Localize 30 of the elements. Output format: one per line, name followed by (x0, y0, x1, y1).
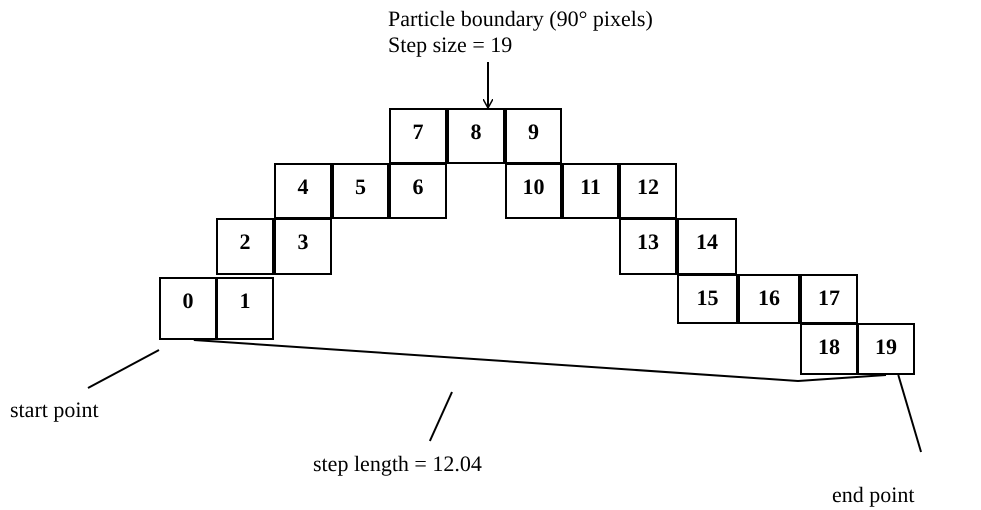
pixel-cell: 1 (216, 277, 274, 340)
annotation-text: start point (10, 397, 99, 423)
pixel-cell: 16 (738, 274, 800, 324)
pixel-cell: 10 (505, 163, 562, 219)
annotation-text: end point (832, 482, 914, 508)
step-line (194, 339, 886, 382)
pixel-cell: 17 (800, 274, 858, 324)
pixel-cell: 9 (505, 108, 562, 164)
annotation-text: step length = 12.04 (313, 451, 482, 477)
pixel-cell: 0 (159, 277, 217, 340)
leader-line (897, 374, 922, 452)
pixel-cell: 7 (389, 108, 447, 164)
annotation-text: Step size = 19 (388, 32, 512, 58)
pixel-cell: 15 (677, 274, 738, 324)
annotation-text: Particle boundary (90° pixels) (388, 6, 653, 32)
pixel-cell: 3 (274, 218, 332, 275)
leader-line (428, 392, 453, 442)
arrow (482, 62, 494, 109)
pixel-cell: 18 (800, 323, 858, 375)
leader-line (88, 349, 160, 389)
pixel-cell: 5 (332, 163, 389, 219)
pixel-cell: 2 (216, 218, 274, 275)
pixel-cell: 19 (857, 323, 915, 375)
pixel-cell: 6 (389, 163, 447, 219)
pixel-cell: 12 (619, 163, 677, 219)
pixel-cell: 8 (447, 108, 505, 164)
pixel-cell: 4 (274, 163, 332, 219)
pixel-cell: 13 (619, 218, 677, 275)
pixel-cell: 14 (677, 218, 737, 275)
pixel-cell: 11 (562, 163, 619, 219)
